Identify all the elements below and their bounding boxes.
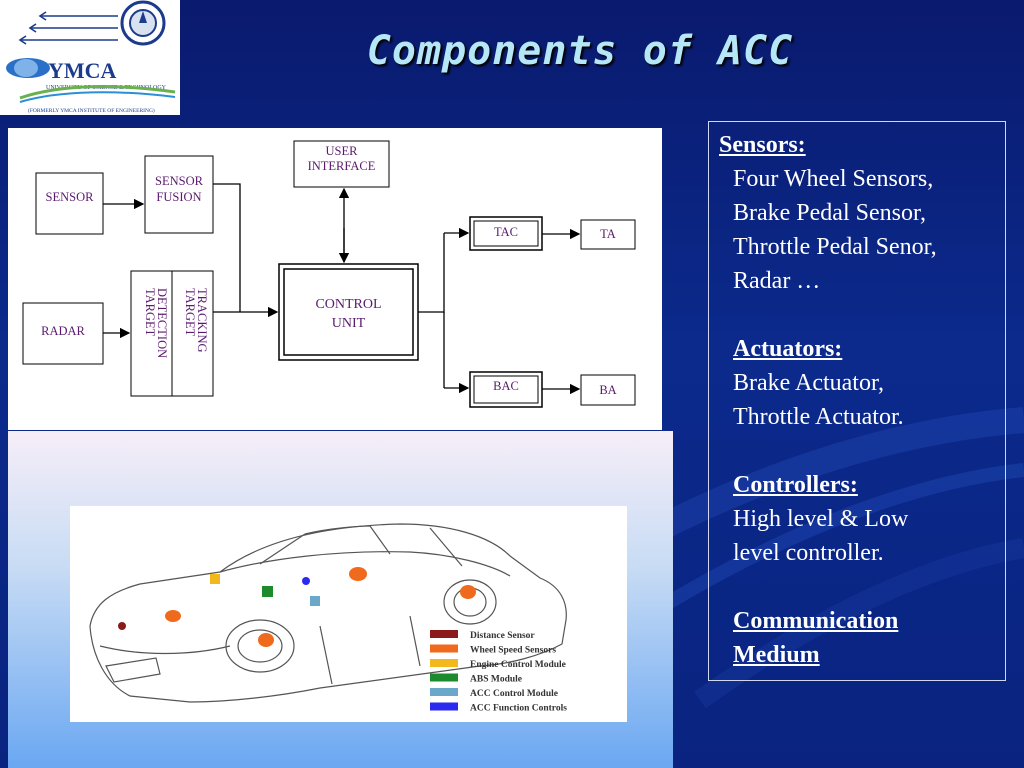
sensor-fusion-box (144, 155, 214, 234)
acc-block-diagram: SENSOR SENSOR FUSION RADAR TARGET DETECT… (8, 128, 662, 430)
communication-section: Communication Medium (719, 604, 898, 672)
legend-swatch (430, 630, 458, 638)
ta-label: TA (600, 227, 616, 241)
wheel-speed-sensor-marker-front-left (165, 610, 181, 622)
sensor-fusion-label-1: SENSOR (155, 174, 204, 188)
controllers-section: Controllers: High level & Low level cont… (719, 468, 908, 570)
bac-label: BAC (493, 379, 519, 393)
logo-former-name: (FORMERLY YMCA INSTITUTE OF ENGINEERING) (28, 107, 155, 114)
legend-swatch (430, 688, 458, 696)
control-unit-box (278, 263, 419, 361)
distance-sensor-marker (118, 622, 126, 630)
legend-label: ACC Control Module (470, 689, 558, 699)
sensors-heading: Sensors: (719, 132, 806, 158)
legend-label: Engine Control Module (470, 660, 566, 670)
sensors-item-4: Radar … (733, 268, 821, 294)
sensors-item-3: Throttle Pedal Senor, (733, 234, 937, 260)
controllers-item-2: level controller. (733, 540, 884, 566)
ba-box (580, 374, 636, 406)
radar-label: RADAR (41, 324, 85, 338)
radar-box (22, 302, 104, 365)
wheel-speed-sensor-marker-rear-right (460, 585, 476, 599)
target-detection-label-2: DETECTION (155, 288, 169, 358)
legend-swatch (430, 659, 458, 667)
engine-control-module-marker (210, 574, 220, 584)
bac-box (469, 371, 543, 408)
ba-label: BA (599, 383, 616, 397)
legend-label: Wheel Speed Sensors (470, 646, 556, 656)
ymca-logo-graphic: YMCA UNIVERSITY OF SCIENCE & TECHNOLOGY … (6, 0, 176, 114)
legend-swatch (430, 644, 458, 653)
target-detection-label-1: TARGET (143, 288, 157, 337)
acc-function-controls-marker (302, 577, 310, 585)
tac-label: TAC (494, 225, 518, 239)
sensor-label: SENSOR (46, 190, 95, 204)
user-interface-label-1: USER (326, 144, 359, 158)
car-outline (89, 523, 567, 703)
sensors-item-1: Four Wheel Sensors, (733, 166, 934, 192)
legend-label: ABS Module (470, 675, 522, 685)
wheel-speed-sensor-marker-rear-left (349, 567, 367, 581)
wheel-speed-sensor-marker-front-right (258, 633, 274, 647)
legend-swatch (430, 673, 458, 682)
target-tracking-label-1: TARGET (183, 288, 197, 337)
components-list: Sensors: Four Wheel Sensors, Brake Pedal… (708, 121, 1006, 681)
sensors-section: Sensors: Four Wheel Sensors, Brake Pedal… (719, 128, 937, 298)
actuators-section: Actuators: Brake Actuator, Throttle Actu… (719, 332, 904, 434)
actuators-item-1: Brake Actuator, (733, 370, 884, 396)
legend-swatch (430, 702, 458, 711)
sensor-fusion-label-2: FUSION (156, 190, 201, 204)
user-interface-label-2: INTERFACE (308, 159, 376, 173)
ta-box (580, 219, 636, 250)
target-tracking-label-2: TRACKING (195, 288, 209, 353)
tac-box (469, 216, 543, 251)
controllers-heading: Controllers: (733, 472, 858, 498)
sensors-item-2: Brake Pedal Sensor, (733, 200, 926, 226)
actuators-item-2: Throttle Actuator. (733, 404, 904, 430)
communication-heading-2: Medium (733, 642, 820, 668)
abs-module-marker (262, 586, 273, 597)
university-logo: YMCA UNIVERSITY OF SCIENCE & TECHNOLOGY … (0, 0, 180, 115)
user-interface-box (293, 140, 390, 188)
slide-title: Components of ACC (366, 28, 794, 74)
control-unit-label-1: CONTROL (315, 297, 381, 312)
communication-heading-1: Communication (733, 608, 899, 634)
control-unit-label-2: UNIT (332, 316, 366, 331)
acc-control-module-marker (310, 596, 320, 606)
controllers-item-1: High level & Low (733, 506, 909, 532)
legend-label: Distance Sensor (470, 631, 535, 641)
actuators-heading: Actuators: (733, 336, 843, 362)
legend-label: ACC Function Controls (470, 704, 567, 714)
logo-name: YMCA (48, 58, 117, 83)
